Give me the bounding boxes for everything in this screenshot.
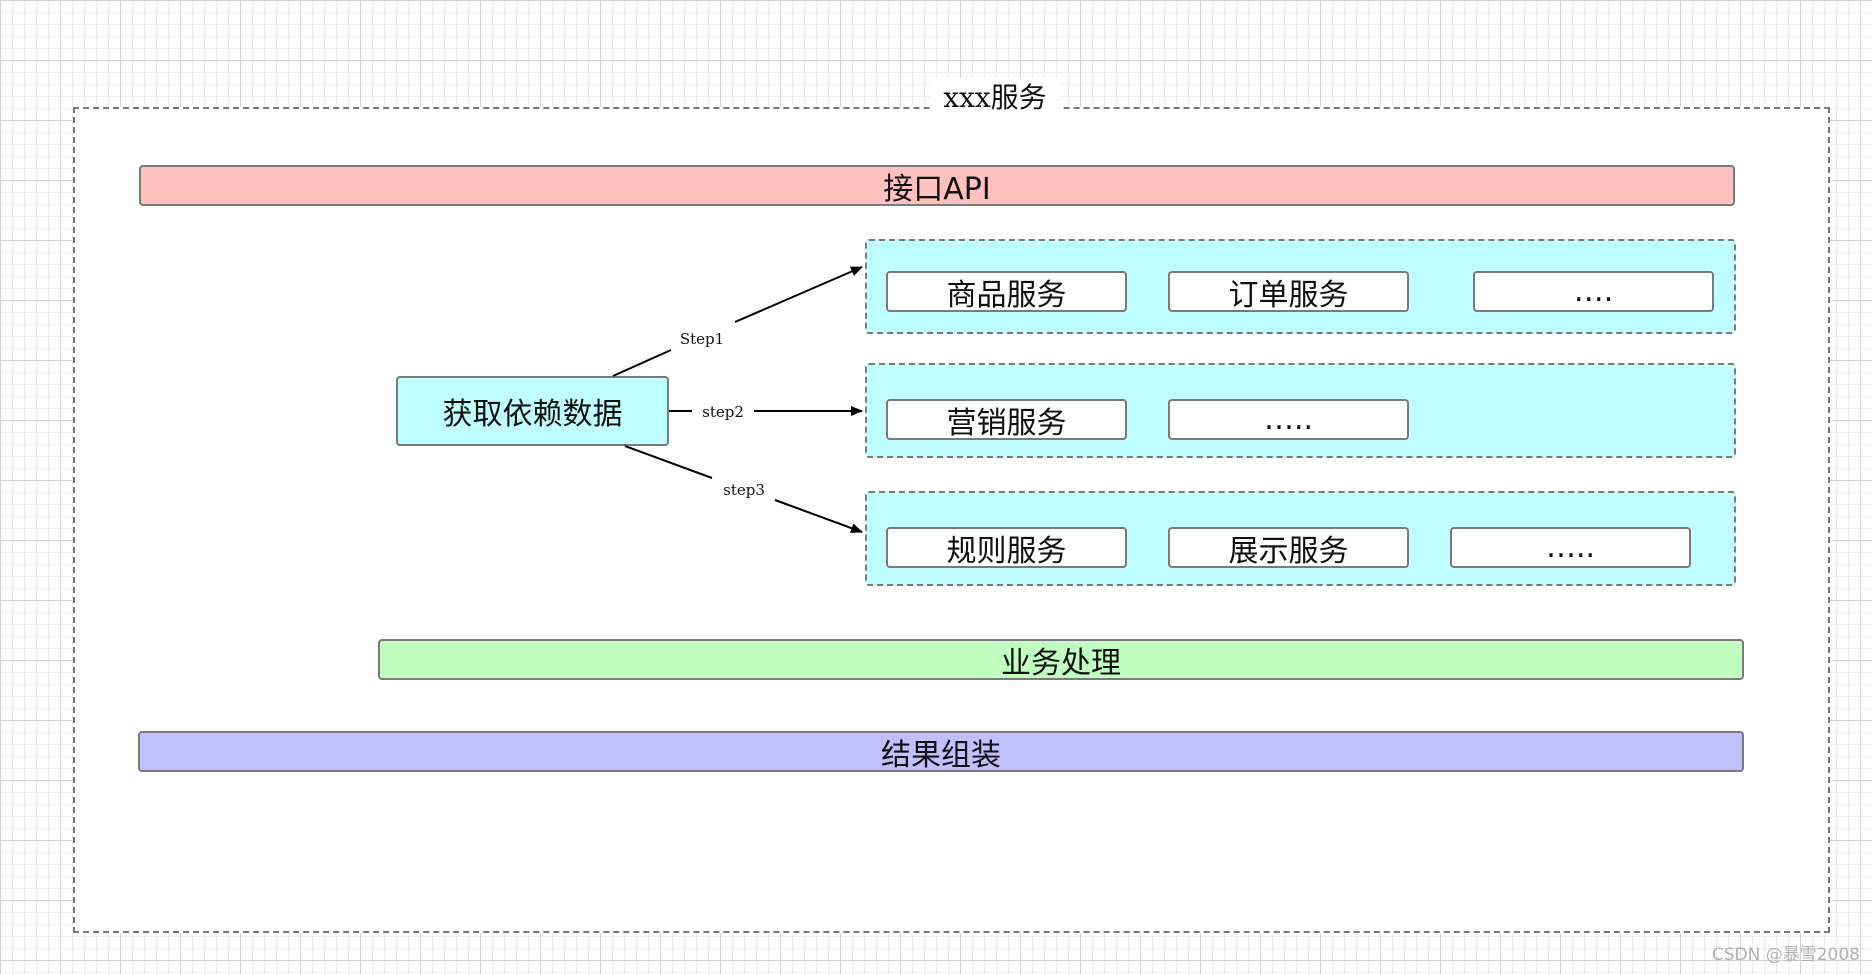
step3-arrow-tail [624,445,713,479]
step2-label: step2 [702,403,744,421]
step3-label: step3 [723,481,765,499]
marketing-service: 营销服务 [886,399,1127,441]
result-assembly-layer: 结果组装 [138,731,1744,773]
rule-service: 规则服务 [886,527,1127,569]
business-logic-layer: 业务处理 [378,639,1744,681]
product-service: 商品服务 [886,271,1127,313]
order-service: 订单服务 [1168,271,1409,313]
more-services-2: ….. [1168,399,1409,440]
step1-arrow-tail [612,349,672,377]
step1-arrow-head [734,266,863,323]
step3-arrow-head [774,499,863,533]
service-title: xxx服务 [930,78,1060,118]
step1-label: Step1 [680,330,724,348]
csdn-watermark: CSDN @暴雪2008 [1711,945,1860,965]
fetch-dependencies-box: 获取依赖数据 [396,376,669,446]
display-service: 展示服务 [1168,527,1409,569]
api-layer: 接口API [139,165,1735,207]
more-services-1: …. [1473,271,1714,312]
more-services-3: ….. [1450,527,1691,568]
